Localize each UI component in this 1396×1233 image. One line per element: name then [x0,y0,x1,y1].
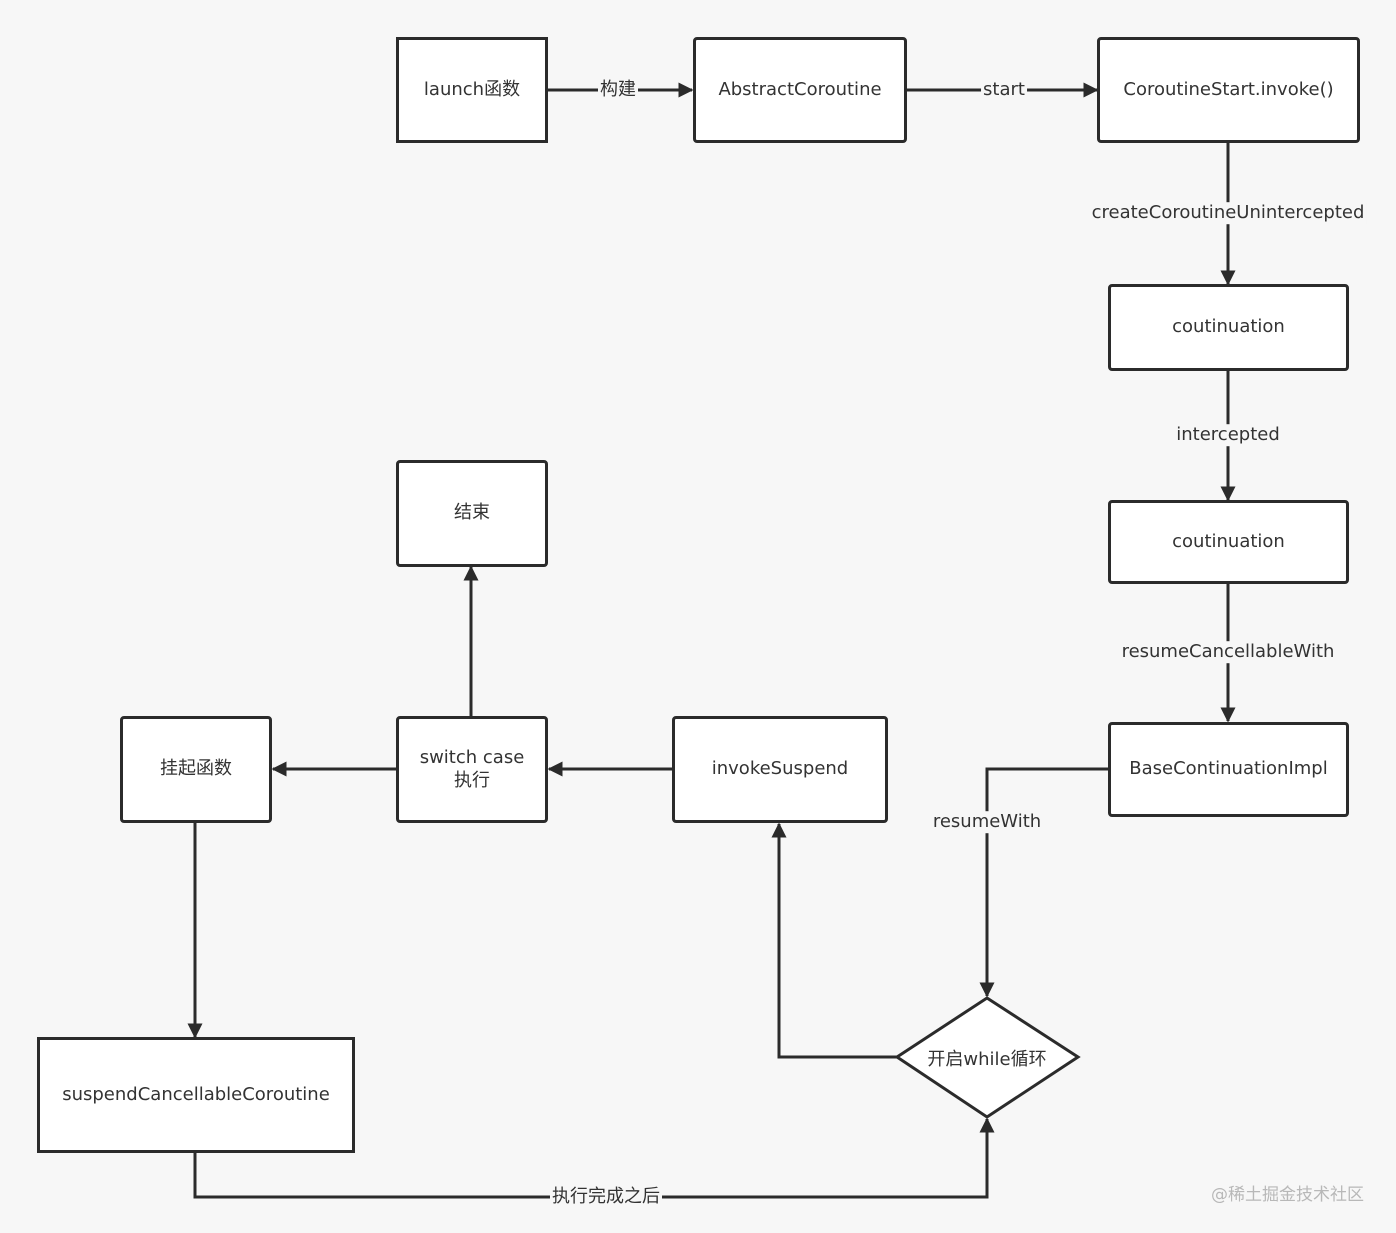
node-continuation-1: coutinuation [1108,284,1349,371]
node-switch-case: switch case 执行 [396,716,548,823]
edge-label-resume-cancellable-with: resumeCancellableWith [1119,641,1337,663]
while-loop-diamond [894,996,1081,1119]
node-end: 结束 [396,460,548,567]
watermark: @稀土掘金技术社区 [1211,1185,1364,1205]
edge-label-resume-with: resumeWith [930,811,1044,833]
node-suspend-cancellable-coroutine: suspendCancellableCoroutine [37,1037,355,1153]
node-abstract-coroutine: AbstractCoroutine [693,37,907,143]
node-suspend-function: 挂起函数 [120,716,272,823]
edge-resume-with [979,767,1108,998]
node-base-continuation-impl: BaseContinuationImpl [1108,722,1349,817]
node-invoke-suspend: invokeSuspend [672,716,888,823]
edge-label-after-completion: 执行完成之后 [550,1186,662,1208]
edge-label-intercepted: intercepted [1174,424,1282,446]
edge-label-create-coroutine-unintercepted: createCoroutineUnintercepted [1089,202,1367,224]
node-launch: launch函数 [396,37,548,143]
edge-label-build: 构建 [598,79,638,101]
node-while-loop-label: 开启while循环 [927,1049,1047,1070]
node-coroutine-start-invoke: CoroutineStart.invoke() [1097,37,1360,143]
node-continuation-2: coutinuation [1108,500,1349,584]
edge-label-start: start [981,79,1027,101]
edge-loop-to-invoke-suspend [771,822,897,1059]
